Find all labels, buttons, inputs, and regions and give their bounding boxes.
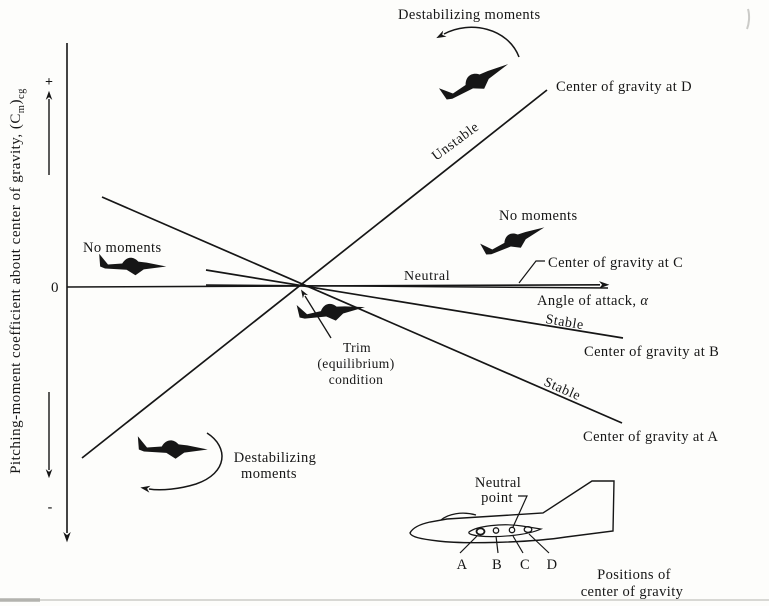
y-axis-label-sub-m: m <box>16 105 27 114</box>
destabilizing-arrow-top-icon <box>436 26 520 58</box>
cg-at-c-leader-line <box>518 260 545 284</box>
y-axis-label-sub-cg: cg <box>16 88 27 99</box>
stable-label-a: Stable <box>541 375 582 404</box>
cg-line-b <box>205 269 624 339</box>
alpha-symbol: α <box>640 293 648 309</box>
no-moments-right-label: No moments <box>499 208 578 224</box>
aircraft-canopy-line <box>440 512 477 521</box>
x-axis-label: Angle of attack,α <box>537 293 648 309</box>
y-zero-label: 0 <box>51 280 59 296</box>
position-letter-a: A <box>457 557 468 573</box>
cg-at-a-label: Center of gravity at A <box>583 429 718 445</box>
destabilizing-arrow-bottom-icon <box>140 432 223 493</box>
cg-position-marker-a <box>475 527 486 536</box>
trim-label-line1: Trim <box>343 340 371 355</box>
trim-pointer-arrow <box>300 289 332 339</box>
position-letter-c: C <box>520 557 530 573</box>
inset-caption-line2: center of gravity <box>581 584 684 600</box>
no-moments-left-label: No moments <box>83 240 162 256</box>
scan-edge-bottom <box>0 599 769 601</box>
y-axis-label: Pitching-moment coefficient about center… <box>8 88 27 474</box>
cg-lines-group: Unstable Neutral Stable Stable Center of… <box>81 79 719 459</box>
cg-at-d-label: Center of gravity at D <box>556 79 692 95</box>
inset-group: A B C D Neutral point Positions of cente… <box>409 475 684 600</box>
leader-d <box>528 533 550 554</box>
destabilizing-moments-bottom-line2: moments <box>241 466 297 482</box>
cg-position-marker-d <box>523 525 533 534</box>
destabilizing-moments-top-label: Destabilizing moments <box>398 7 541 23</box>
destabilizing-moments-bottom-line1: Destabilizing <box>234 450 317 466</box>
y-axis-label-paren: ) <box>8 99 24 105</box>
position-letter-d: D <box>547 557 558 573</box>
y-minus-sign: - <box>48 500 53 515</box>
neutral-point-label-line1: Neutral <box>475 475 521 491</box>
leader-b <box>495 535 499 554</box>
cg-position-marker-b <box>492 527 500 534</box>
x-axis-label-text: Angle of attack, <box>537 293 636 309</box>
scan-smudge-bottom-left <box>0 598 40 602</box>
scan-artifacts <box>0 8 769 602</box>
leader-c <box>512 535 524 554</box>
scan-mark-top-right <box>746 8 751 30</box>
aircraft-silhouette-left <box>99 253 167 276</box>
aircraft-outline <box>409 480 615 544</box>
cg-line-c <box>205 284 609 289</box>
trim-label-line2: (equilibrium) <box>317 356 394 371</box>
trim-label-line3: condition <box>329 372 384 387</box>
cg-line-d <box>81 89 548 459</box>
y-plus-sign: + <box>45 75 53 90</box>
cg-position-marker-c <box>508 526 516 534</box>
neutral-point-leader-line <box>512 495 528 528</box>
unstable-label: Unstable <box>429 120 482 165</box>
cg-line-a <box>101 196 623 424</box>
aircraft-silhouette-top <box>438 52 513 109</box>
neutral-label: Neutral <box>404 269 450 284</box>
axes-group: + 0 - Pitching-moment coefficient about … <box>8 43 648 543</box>
y-axis-label-main: Pitching-moment coefficient about center… <box>8 113 24 474</box>
stable-label-b: Stable <box>544 312 585 333</box>
cg-at-b-label: Center of gravity at B <box>584 344 719 360</box>
position-letter-b: B <box>492 557 502 573</box>
cg-position-pod-outline <box>468 524 544 538</box>
annotations-group: Destabilizing moments No moments No mome… <box>83 7 578 493</box>
cg-at-c-label: Center of gravity at C <box>548 255 683 271</box>
aircraft-silhouette-bottom <box>137 436 208 459</box>
neutral-point-label-line2: point <box>481 490 513 506</box>
leader-a <box>459 535 478 554</box>
inset-caption-line1: Positions of <box>597 567 671 583</box>
